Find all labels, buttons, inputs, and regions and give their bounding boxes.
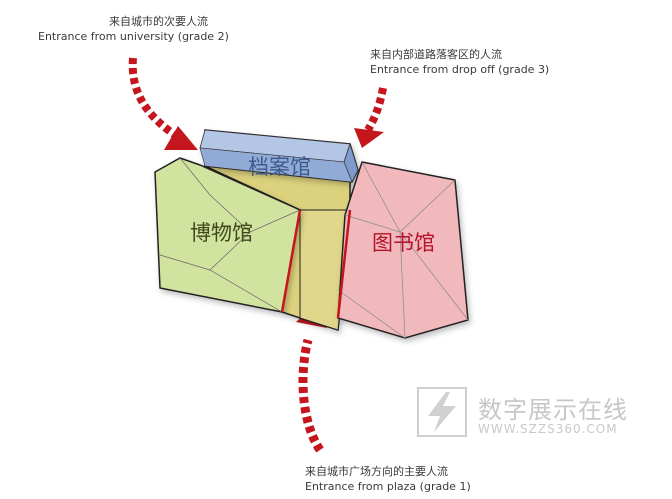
annotation-university-cn: 来自城市的次要人流 (109, 15, 208, 28)
watermark-title: 数字展示在线 (478, 396, 628, 424)
annotation-plaza: 来自城市广场方向的主要人流 Entrance from plaza (grade… (305, 464, 471, 494)
annotation-university: 来自城市的次要人流 Entrance from university (grad… (38, 14, 229, 44)
courtyard-volume (204, 165, 351, 331)
annotation-dropoff-en: Entrance from drop off (grade 3) (370, 63, 550, 76)
annotation-dropoff-cn: 来自内部道路落客区的人流 (370, 48, 502, 61)
library-label: 图书馆 (372, 231, 435, 255)
annotation-dropoff: 来自内部道路落客区的人流 Entrance from drop off (gra… (370, 47, 549, 77)
watermark: 数字展示在线 WWW.SZZS360.COM (416, 384, 646, 444)
archives-label: 档案馆 (248, 155, 311, 179)
lightning-logo-icon (417, 387, 467, 437)
annotation-university-en: Entrance from university (grade 2) (38, 30, 229, 43)
museum-volume (154, 157, 302, 313)
arrow-dropoff (354, 87, 387, 148)
arrow-university (128, 57, 198, 150)
library-volume (336, 161, 469, 339)
archives-volume (199, 129, 359, 183)
annotation-plaza-en: Entrance from plaza (grade 1) (305, 480, 471, 493)
museum-label: 博物馆 (190, 221, 253, 245)
annotation-plaza-cn: 来自城市广场方向的主要人流 (305, 465, 448, 478)
watermark-url: WWW.SZZS360.COM (478, 422, 618, 436)
